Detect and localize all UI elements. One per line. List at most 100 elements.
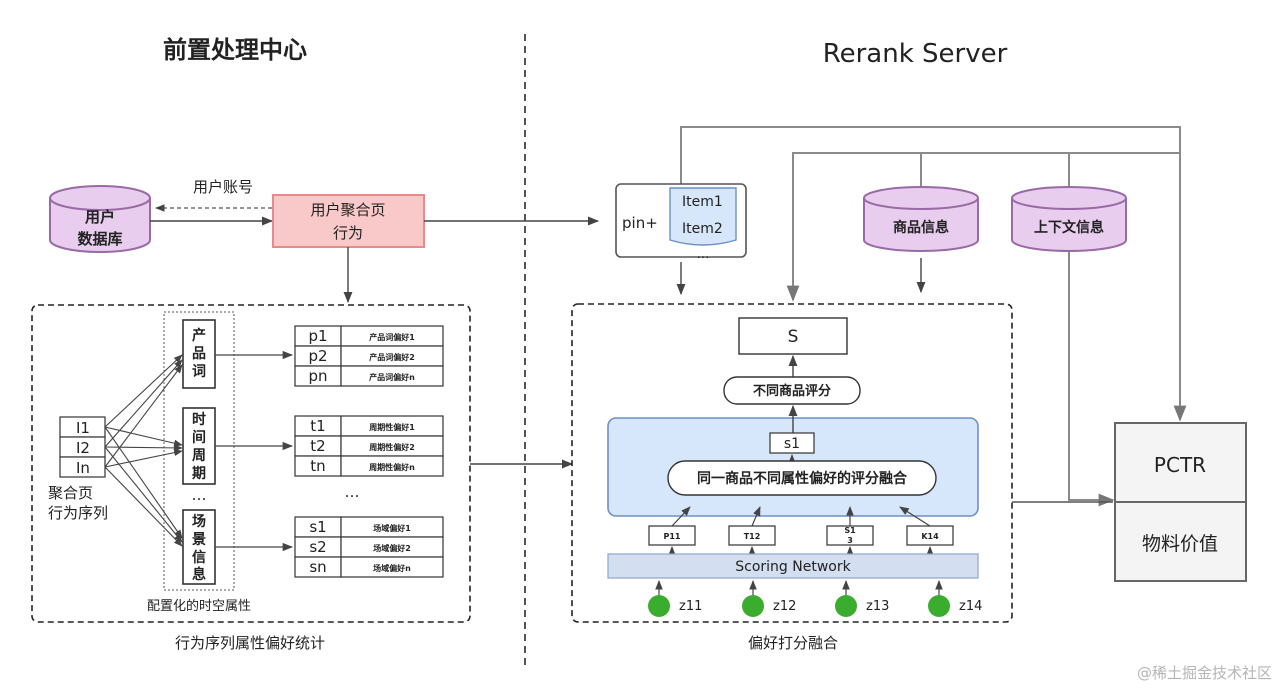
s-label: S [788, 327, 799, 347]
diff-score-pill [723, 376, 861, 405]
latent-input-node: z12 [742, 580, 796, 617]
table-value: 场域偏好1 [373, 523, 411, 533]
seq-item-1: I1 [76, 419, 90, 437]
table-row-scene: s2 场域偏好2 [294, 536, 444, 558]
table-value: 周期性偏好n [369, 462, 415, 472]
latent-input-node: z14 [928, 580, 982, 617]
table-key: pn [308, 367, 327, 385]
behavior-sequence-list: I1 I2 In [59, 416, 106, 478]
attr-time-c1: 时 [192, 411, 206, 428]
attr-scene-c2: 景 [192, 532, 206, 548]
table-row-product: pn 产品词偏好n [294, 365, 444, 387]
table-key: sn [309, 558, 326, 576]
goods-info-cylinder: 商品信息 [863, 186, 979, 252]
pin-item-1: Item1 [682, 194, 723, 210]
preference-score-box: K14 [899, 506, 954, 556]
table-row-scene: s1 场域偏好1 [294, 516, 444, 538]
watermark: @稀土掘金技术社区 [1137, 664, 1272, 682]
attr-scene-c3: 信 [192, 549, 206, 566]
seq-item-2: I2 [76, 439, 90, 457]
attr-time-c2: 间 [192, 429, 206, 446]
left-caption: 行为序列属性偏好统计 [175, 634, 325, 652]
latent-input-node: z13 [835, 580, 889, 617]
latent-input-label: z13 [866, 599, 889, 614]
pctr-label: PCTR [1154, 453, 1206, 477]
seq-caption-line1: 聚合页 [48, 484, 93, 502]
latent-input-dot [742, 595, 764, 617]
fusion-pill [667, 460, 937, 496]
s1-label: s1 [784, 436, 800, 452]
material-label: 物料价值 [1142, 533, 1218, 555]
preference-score-arrow [899, 506, 931, 527]
user-agg-line1: 用户聚合页 [310, 201, 385, 219]
user-agg-line2: 行为 [333, 224, 363, 242]
attr-ellipsis: … [192, 486, 207, 504]
seq-caption-line2: 行为序列 [48, 504, 108, 522]
latent-input-dot [648, 595, 670, 617]
user-database-cylinder: 用户 数据库 [49, 185, 151, 253]
table-value: 产品词偏好n [369, 372, 415, 382]
preference-score-label: P11 [664, 532, 681, 541]
latent-input-dot [928, 595, 950, 617]
attr-time-c3: 周 [192, 448, 206, 464]
latent-inputs: z11 z12 z13 z14 [648, 580, 982, 617]
table-value: 场域偏好n [373, 563, 411, 573]
preference-score-label: S1 [844, 526, 856, 535]
user-db-line1: 用户 [85, 208, 115, 226]
left-title: 前置处理中心 [163, 36, 307, 64]
pin-item-2: Item2 [682, 221, 723, 237]
attr-caption: 配置化的时空属性 [147, 598, 251, 614]
table-ellipsis: … [345, 483, 360, 501]
seq-item-n: In [76, 459, 90, 477]
left-stats-container [31, 304, 471, 623]
table-value: 周期性偏好1 [369, 422, 415, 432]
pin-label: pin+ [622, 214, 658, 232]
latent-input-dot [835, 595, 857, 617]
preference-score-box: T12 [728, 506, 776, 556]
table-key: s1 [309, 518, 326, 536]
attr-scene-c1: 场 [192, 514, 206, 530]
user-db-line2: 数据库 [77, 230, 122, 248]
latent-input-node: z11 [648, 580, 702, 617]
preference-score-arrow [751, 506, 761, 527]
fusion-container [571, 303, 1013, 623]
table-key: t1 [310, 417, 325, 435]
attribute-group [163, 311, 235, 591]
table-row-time: t1 周期性偏好1 [294, 415, 444, 437]
attr-time-c4: 期 [192, 466, 206, 482]
preference-score-label: T12 [744, 532, 761, 541]
table-row-product: p2 产品词偏好2 [294, 345, 444, 367]
preference-score-arrow [671, 506, 691, 527]
table-key: p2 [308, 347, 327, 365]
table-row-time: t2 周期性偏好2 [294, 435, 444, 457]
attr-product-c2: 品 [192, 346, 206, 362]
s-box [738, 317, 848, 355]
context-info-label: 上下文信息 [1034, 219, 1104, 236]
table-key: t2 [310, 437, 325, 455]
table-row-scene: sn 场域偏好n [294, 556, 444, 578]
attr-scene-c4: 息 [192, 566, 206, 583]
table-key: s2 [309, 538, 326, 556]
scoring-network-label: Scoring Network [735, 559, 851, 575]
table-value: 周期性偏好2 [369, 442, 415, 452]
attr-product-c1: 产 [192, 327, 206, 344]
preference-score-label: K14 [921, 532, 939, 541]
right-title: Rerank Server [823, 39, 1008, 69]
user-account-label: 用户账号 [193, 178, 253, 196]
pin-doc-icon [669, 187, 737, 246]
table-value: 场域偏好2 [373, 543, 411, 553]
scoring-network-bar [607, 553, 979, 579]
diff-score-label: 不同商品评分 [753, 383, 831, 399]
context-info-cylinder: 上下文信息 [1011, 186, 1127, 252]
pin-more: … [697, 247, 710, 262]
latent-input-label: z14 [959, 599, 982, 614]
fanout-lines [104, 354, 183, 547]
attr-product-c3: 词 [192, 364, 206, 380]
table-value: 产品词偏好2 [369, 352, 415, 362]
latent-input-label: z11 [679, 599, 702, 614]
